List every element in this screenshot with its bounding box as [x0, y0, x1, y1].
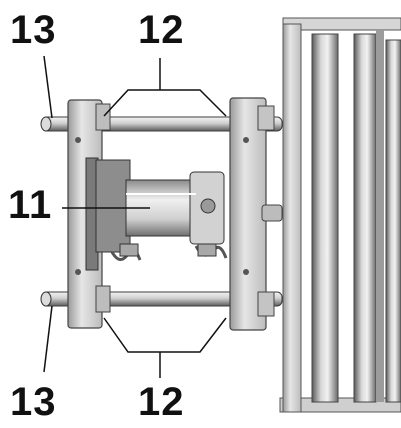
lower-rod-end	[40, 291, 52, 307]
right-bolt-1	[243, 137, 249, 143]
leader-lines	[43, 55, 227, 378]
vertical-roller-1	[311, 33, 339, 403]
callout-12-top: 12	[138, 8, 185, 52]
vertical-roller-2	[353, 33, 377, 403]
cylinder-port	[200, 198, 216, 214]
leader-13-bottom	[43, 305, 53, 373]
right-middle-pin	[261, 204, 283, 222]
callout-13-top: 13	[10, 8, 57, 52]
right-bolt-2	[243, 269, 249, 275]
central-cylinder	[95, 159, 228, 261]
frame-divider	[376, 30, 384, 402]
vertical-roller-3	[385, 39, 401, 403]
leader-12-top	[103, 89, 227, 117]
left-lower-clamp	[95, 285, 111, 313]
leader-12-bottom	[103, 317, 227, 353]
cylinder-left-cap	[95, 159, 131, 253]
upper-rod-end	[40, 116, 52, 132]
right-upper-clamp	[257, 105, 275, 131]
cylinder-foot-right	[197, 243, 217, 257]
left-bolt-1	[75, 137, 81, 143]
cylinder-foot-left	[119, 243, 139, 257]
frame-left-rail	[282, 23, 302, 413]
roller-frame	[279, 17, 401, 413]
left-bracket	[67, 99, 111, 329]
callout-11: 11	[8, 183, 53, 227]
right-bracket	[229, 97, 283, 331]
left-bolt-2	[75, 269, 81, 275]
left-upper-clamp	[95, 103, 111, 131]
right-lower-clamp	[257, 291, 275, 317]
callout-12-bottom: 12	[138, 380, 185, 424]
leader-13-top	[43, 55, 53, 119]
callout-13-bottom: 13	[10, 380, 57, 424]
